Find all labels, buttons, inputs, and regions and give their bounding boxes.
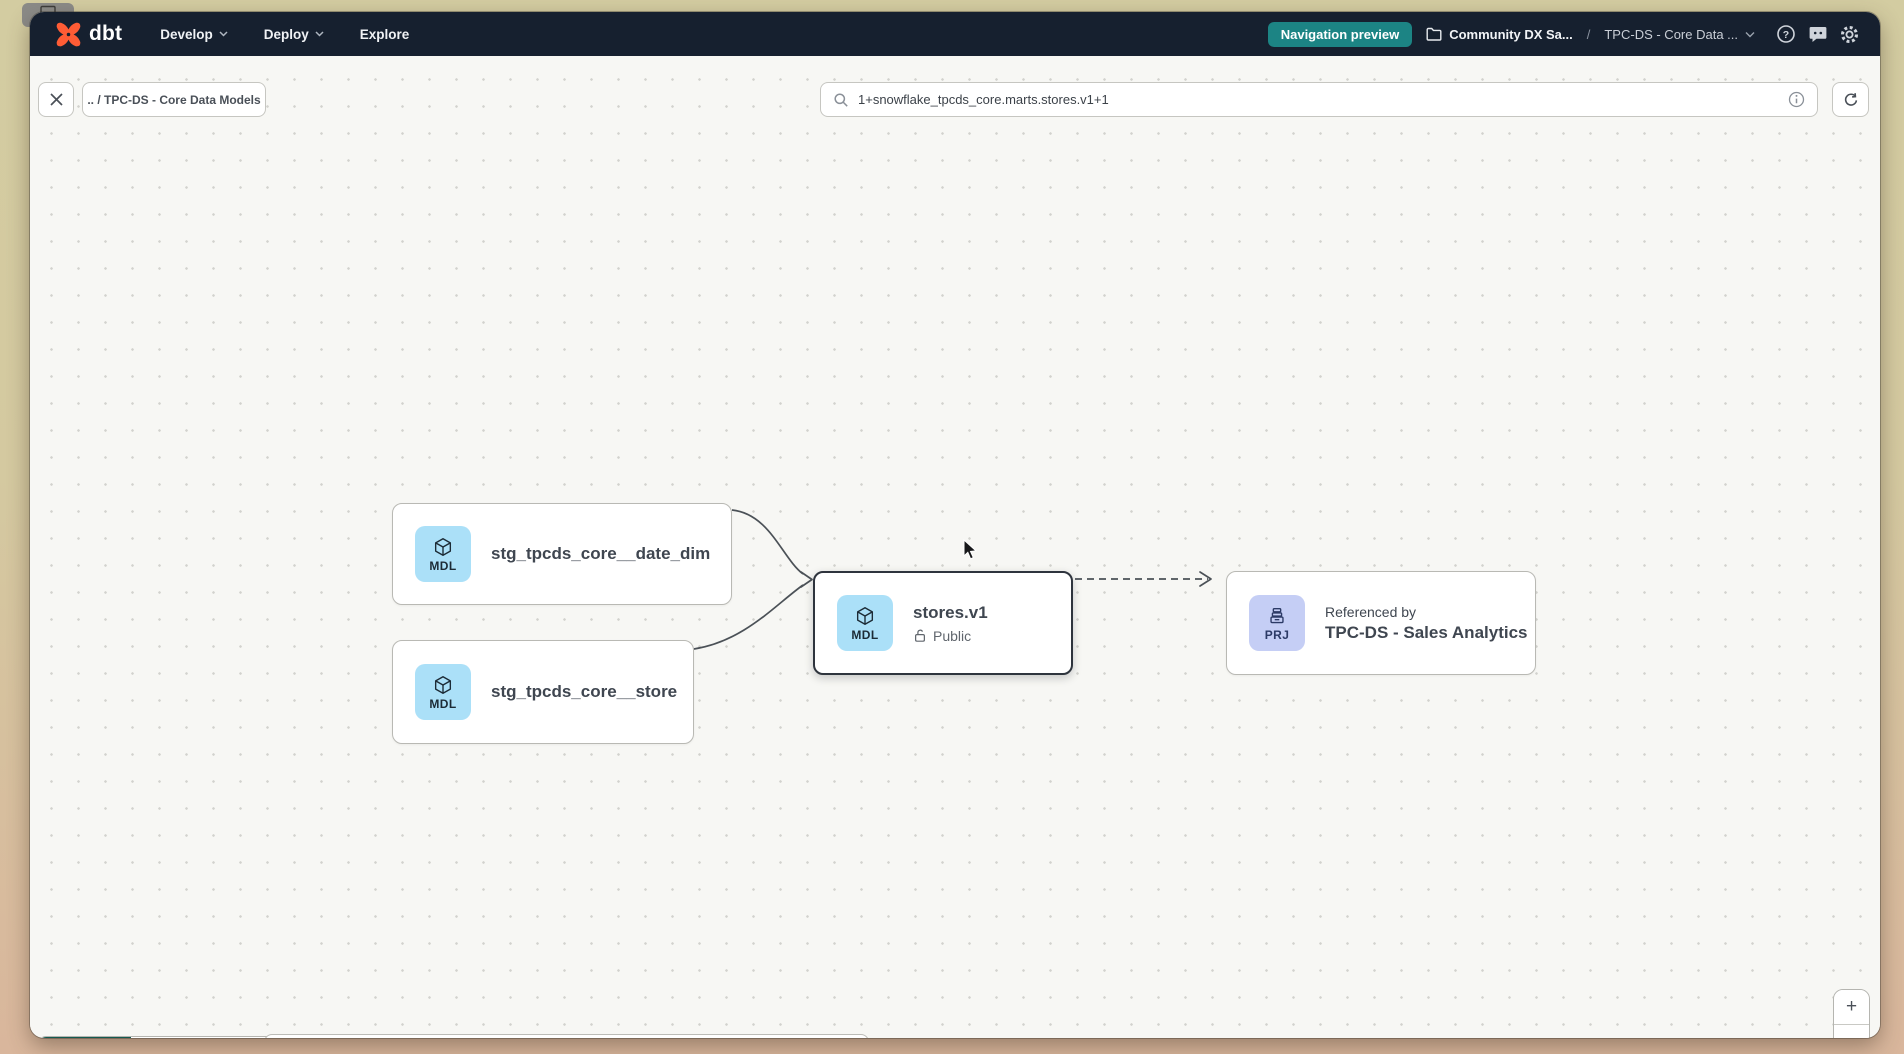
zoom-out-button[interactable]: − (1834, 1025, 1869, 1038)
top-navbar: dbt Develop Deploy Explore Navigation pr… (30, 12, 1880, 56)
search-icon (833, 92, 849, 108)
lenses-button[interactable]: Lenses (39, 1037, 132, 1038)
chevron-down-icon (1745, 31, 1755, 38)
settings-gear-icon[interactable] (1839, 24, 1860, 45)
chevron-down-icon (219, 31, 228, 37)
node-text: Referenced by TPC-DS - Sales Analytics (1325, 604, 1528, 643)
info-icon[interactable] (1788, 91, 1805, 108)
cube-icon (432, 674, 454, 696)
refresh-button[interactable] (1832, 82, 1869, 117)
node-title: stores.v1 (913, 602, 988, 622)
navigation-preview-badge[interactable]: Navigation preview (1267, 21, 1413, 47)
resource-legend: ModelSourceSnapshotSeedMetricSemantic Mo… (264, 1034, 870, 1038)
project-badge: PRJ (1249, 595, 1305, 651)
chevron-down-icon (315, 31, 324, 37)
node-visibility: Public (913, 628, 988, 644)
divider (1834, 1024, 1869, 1025)
archive-stack-icon (1266, 605, 1288, 627)
breadcrumb-chip[interactable]: .. / TPC-DS - Core Data Models (82, 82, 266, 117)
node-title: TPC-DS - Sales Analytics (1325, 622, 1528, 642)
menu-explore[interactable]: Explore (359, 26, 410, 42)
unlock-icon (913, 628, 927, 643)
model-badge: MDL (415, 526, 471, 582)
dbt-logo-text: dbt (89, 22, 123, 45)
cube-icon (432, 536, 454, 558)
node-stg-tpcds-core-date-dim[interactable]: MDL stg_tpcds_core__date_dim (392, 503, 732, 605)
node-stg-tpcds-core-store[interactable]: MDL stg_tpcds_core__store (392, 640, 694, 744)
dbt-logo[interactable]: dbt (55, 21, 122, 48)
navbar-right: Navigation preview Community DX Sa... / … (1267, 21, 1860, 47)
node-title: stg_tpcds_core__store (491, 682, 678, 701)
lineage-search (820, 82, 1818, 117)
cube-icon (854, 605, 876, 627)
view-controls: Lenses Resource type (38, 1036, 287, 1038)
app-window: dbt Develop Deploy Explore Navigation pr… (30, 12, 1880, 1038)
folder-icon (1426, 27, 1442, 41)
zoom-controls: + − (1833, 989, 1870, 1038)
search-input[interactable] (858, 92, 1779, 107)
lineage-edges (693, 509, 1212, 650)
zoom-in-button[interactable]: + (1834, 990, 1869, 1024)
menu-develop[interactable]: Develop (160, 27, 228, 42)
feedback-icon[interactable] (1807, 24, 1828, 45)
lineage-canvas[interactable]: .. / TPC-DS - Core Data Models (30, 56, 1880, 1038)
model-badge: MDL (415, 664, 471, 720)
node-title: stg_tpcds_core__date_dim (491, 544, 711, 563)
breadcrumb-page-selector[interactable]: TPC-DS - Core Data ... (1604, 27, 1755, 42)
mouse-cursor (963, 539, 979, 561)
node-stores-v1[interactable]: MDL stores.v1 Public (813, 571, 1073, 675)
resource-type-dropdown[interactable]: Resource type (131, 1037, 285, 1038)
node-referenced-by-sales-analytics[interactable]: PRJ Referenced by TPC-DS - Sales Analyti… (1226, 571, 1536, 675)
node-eyebrow: Referenced by (1325, 603, 1417, 620)
help-icon[interactable]: ? (1775, 24, 1796, 45)
dbt-logo-icon (55, 21, 82, 48)
node-text: stores.v1 Public (913, 603, 988, 644)
breadcrumb-separator: / (1586, 26, 1591, 42)
menu-deploy[interactable]: Deploy (264, 27, 324, 42)
navbar-icons: ? (1775, 24, 1860, 45)
model-badge: MDL (837, 595, 893, 651)
svg-text:?: ? (1782, 29, 1788, 41)
breadcrumb-project[interactable]: Community DX Sa... (1426, 27, 1573, 42)
close-button[interactable] (38, 82, 74, 117)
main-menu: Develop Deploy Explore (160, 27, 409, 42)
